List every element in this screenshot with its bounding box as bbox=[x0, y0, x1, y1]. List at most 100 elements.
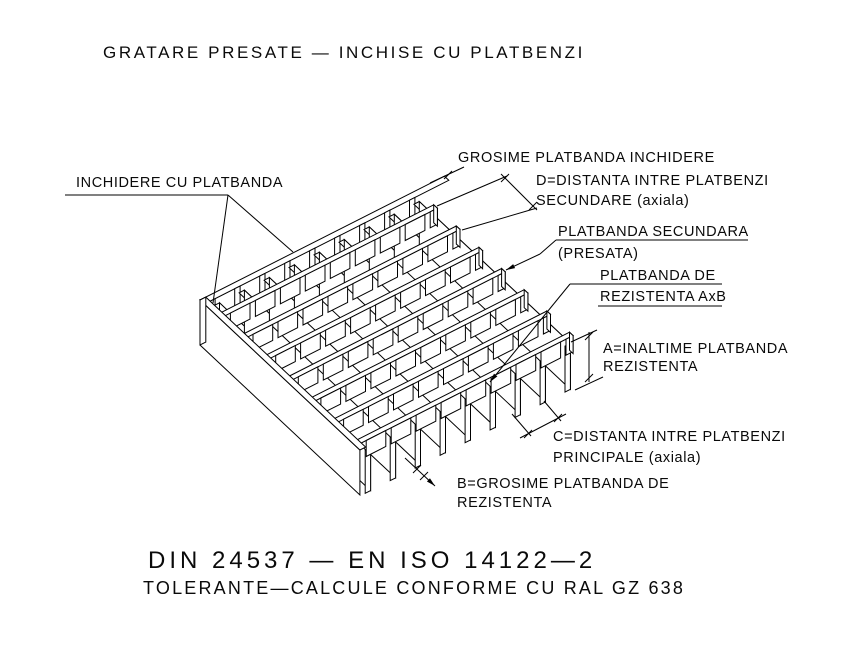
drawing-line bbox=[584, 373, 594, 383]
label-a-inaltime-line1: A=INALTIME PLATBANDA bbox=[603, 341, 788, 357]
drawing-face bbox=[390, 417, 412, 445]
drawing-face bbox=[368, 395, 389, 424]
drawing-face bbox=[465, 379, 487, 407]
drawing-face bbox=[277, 310, 299, 339]
drawing-face bbox=[425, 268, 446, 297]
leader-arrowhead bbox=[490, 373, 498, 382]
drawing-line bbox=[443, 170, 453, 180]
drawing-face bbox=[347, 340, 369, 369]
drawing-face bbox=[345, 374, 366, 403]
label-a-inaltime-line2: REZISTENTA bbox=[603, 359, 698, 375]
drawing-face bbox=[450, 256, 471, 284]
label-platbanda-secundara-line1: PLATBANDA SECUNDARA bbox=[558, 224, 749, 240]
drawing-face bbox=[377, 260, 398, 288]
drawing-face bbox=[379, 226, 401, 254]
label-c-distanta-line1: C=DISTANTA INTRE PLATBENZI bbox=[553, 429, 786, 445]
label-grosime-platbanda-inchidere: GROSIME PLATBANDA INCHIDERE bbox=[458, 150, 715, 166]
drawing-face bbox=[370, 361, 391, 390]
leader-arrowhead bbox=[506, 264, 516, 270]
label-d-distanta-line1: D=DISTANTA INTRE PLATBENZI bbox=[536, 173, 769, 189]
drawing-face bbox=[418, 370, 439, 399]
drawing-face bbox=[501, 267, 506, 292]
drawing-face bbox=[472, 277, 494, 306]
drawing-face bbox=[372, 328, 394, 356]
drawing-face bbox=[523, 288, 529, 313]
drawing-face bbox=[470, 311, 491, 339]
drawing-line bbox=[553, 413, 563, 423]
drawing-face bbox=[515, 353, 537, 382]
label-inchidere-cu-platbanda: INCHIDERE CU PLATBANDA bbox=[76, 175, 283, 191]
label-b-grosime-line1: B=GROSIME PLATBANDA DE bbox=[457, 476, 669, 492]
dimension-annotations bbox=[65, 166, 748, 487]
drawing-face bbox=[492, 332, 514, 361]
drawing-face bbox=[322, 353, 344, 381]
drawing-face bbox=[440, 391, 462, 420]
drawing-face bbox=[300, 332, 321, 360]
drawing-line bbox=[523, 429, 533, 439]
footer-standard: DIN 24537 — EN ISO 14122—2 bbox=[148, 547, 596, 574]
drawing-face bbox=[490, 366, 512, 395]
drawing-line bbox=[489, 283, 571, 383]
drawing-face bbox=[433, 203, 438, 228]
drawing-face bbox=[445, 323, 466, 352]
drawing-face bbox=[402, 247, 423, 276]
drawing-face bbox=[478, 246, 484, 270]
drawing-line bbox=[461, 207, 538, 231]
label-c-distanta-line2: PRINCIPALE (axiala) bbox=[553, 450, 701, 466]
drawing-face bbox=[517, 319, 539, 348]
drawing-face bbox=[443, 357, 464, 386]
drawing-face bbox=[199, 296, 207, 346]
label-platbanda-rezistenta-line2: REZISTENTA AxB bbox=[600, 289, 727, 305]
drawing-face bbox=[415, 404, 437, 433]
drawing-face bbox=[395, 349, 416, 377]
drawing-face bbox=[304, 264, 326, 292]
grating-structure bbox=[199, 175, 574, 497]
drawing-face bbox=[404, 213, 426, 242]
drawing-line bbox=[511, 413, 532, 437]
drawing-line bbox=[436, 175, 508, 207]
drawing-face bbox=[354, 238, 376, 267]
drawing-line bbox=[212, 194, 229, 304]
drawing-title: GRATARE PRESATE — INCHISE CU PLATBENZI bbox=[103, 43, 585, 62]
drawing-face bbox=[352, 272, 374, 301]
drawing-line bbox=[429, 166, 465, 184]
drawing-line bbox=[570, 329, 598, 343]
footer-tolerance-note: TOLERANTE—CALCULE CONFORME CU RAL GZ 638 bbox=[143, 578, 685, 598]
drawing-face bbox=[302, 298, 324, 326]
label-d-distanta-line2: SECUNDARE (axiala) bbox=[536, 193, 689, 209]
leader-arrowhead bbox=[426, 478, 435, 486]
drawing-face bbox=[254, 289, 276, 318]
drawing-face bbox=[420, 336, 441, 365]
drawing-face bbox=[350, 306, 371, 335]
drawing-line bbox=[412, 464, 422, 474]
drawing-face bbox=[495, 298, 516, 327]
drawing-line bbox=[528, 201, 538, 211]
drawing-line bbox=[500, 173, 538, 211]
drawing-line bbox=[574, 376, 604, 391]
drawing-face bbox=[467, 345, 489, 373]
drawing-face bbox=[375, 294, 396, 322]
drawing-face bbox=[400, 281, 421, 310]
drawing-face bbox=[569, 331, 574, 355]
drawing-line bbox=[539, 239, 557, 255]
drawing-face bbox=[427, 234, 448, 263]
drawing-line bbox=[227, 194, 294, 253]
drawing-face bbox=[546, 309, 551, 334]
drawing-line bbox=[584, 331, 594, 341]
drawing-line bbox=[500, 173, 510, 183]
drawing-face bbox=[325, 319, 346, 348]
drawing-line bbox=[419, 471, 429, 481]
drawing-face bbox=[397, 315, 419, 344]
drawing-face bbox=[365, 429, 387, 458]
drawing-face bbox=[422, 302, 444, 331]
label-platbanda-rezistenta-line1: PLATBANDA DE bbox=[600, 268, 716, 284]
label-b-grosime-line2: REZISTENTA bbox=[457, 495, 552, 511]
drawing-face bbox=[279, 276, 301, 305]
drawing-face bbox=[447, 290, 469, 318]
drawing-face bbox=[455, 224, 461, 249]
drawing-face bbox=[329, 251, 351, 280]
drawing-face bbox=[393, 383, 414, 411]
drawing-face bbox=[540, 341, 562, 369]
